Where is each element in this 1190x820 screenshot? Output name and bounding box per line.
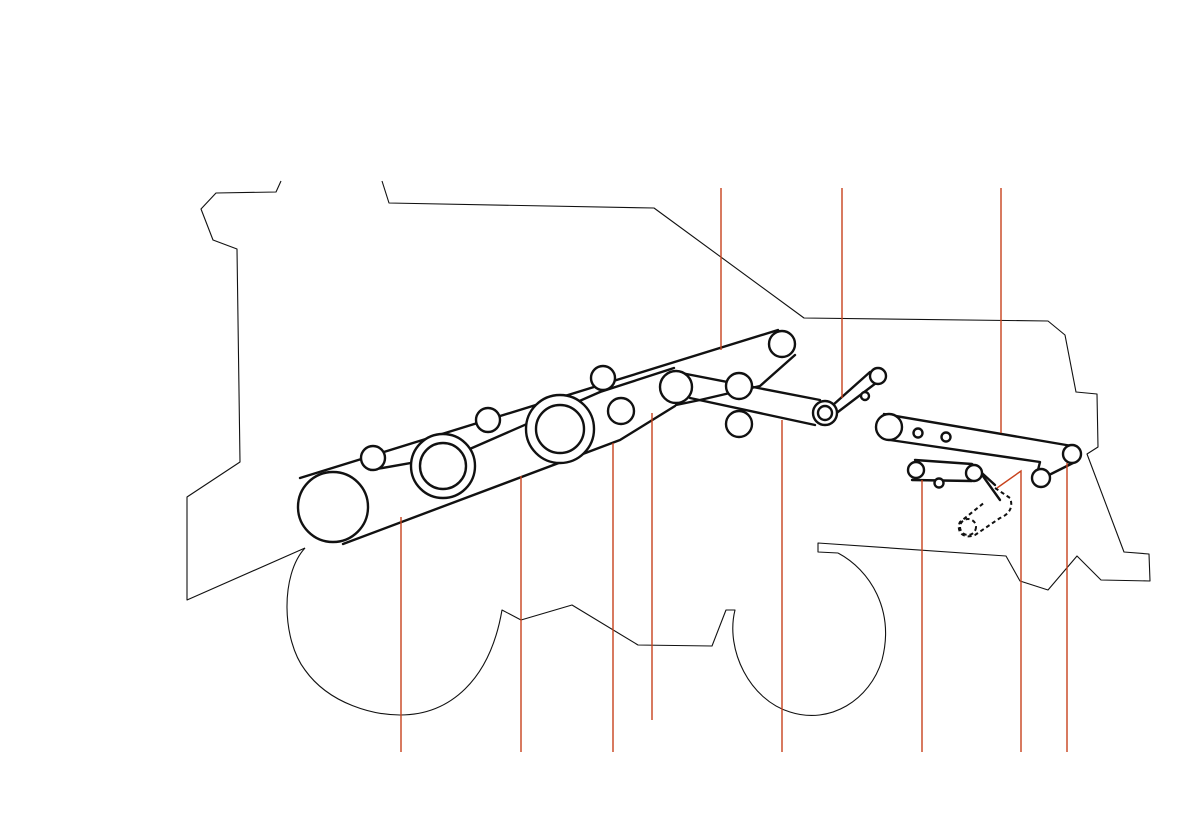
dashed-alternate-position xyxy=(957,487,1013,538)
roller-7 xyxy=(724,409,754,439)
small-roller-1 xyxy=(359,444,387,472)
small-belt-idler xyxy=(933,477,945,489)
small-roller-3 xyxy=(589,364,617,392)
cab-and-hood-outline xyxy=(186,180,306,601)
inner-belt-a xyxy=(598,366,676,394)
top-roller xyxy=(767,329,797,359)
leader-lines xyxy=(400,188,1068,752)
roller-6 xyxy=(724,371,754,401)
drive-roller-inner xyxy=(816,404,834,422)
big-drum-roller xyxy=(296,470,370,544)
machine-body-outline xyxy=(186,180,1151,716)
leader-line-10 xyxy=(996,469,1022,752)
rollers xyxy=(296,329,1083,544)
pulley-2-inner xyxy=(534,403,586,455)
lower-run-belt xyxy=(688,396,817,427)
upper-hood-line xyxy=(381,180,1151,591)
right-belt-upper xyxy=(882,412,1074,448)
arm-tip-roller xyxy=(868,366,888,386)
small-belt-roller-2 xyxy=(964,463,984,483)
small-roller-2 xyxy=(474,406,502,434)
main-belt-lower xyxy=(341,404,677,546)
conveyor-belts xyxy=(298,328,1077,546)
front-wheel-arch xyxy=(286,547,887,716)
right-end-roller-upper xyxy=(1061,443,1083,465)
dashed-roller xyxy=(959,518,977,536)
roller-4 xyxy=(606,396,636,426)
right-end-roller-lower xyxy=(1030,467,1052,489)
right-idler-1 xyxy=(912,427,924,439)
pulley-1-inner xyxy=(418,441,468,491)
small-belt-roller-1 xyxy=(906,460,926,480)
right-idler-2 xyxy=(940,431,952,443)
roller-5 xyxy=(658,369,694,405)
right-roller-1 xyxy=(874,412,904,442)
idler-arm xyxy=(978,470,1002,502)
arm-small-roller xyxy=(859,390,871,402)
dashed-belt xyxy=(957,487,1013,538)
